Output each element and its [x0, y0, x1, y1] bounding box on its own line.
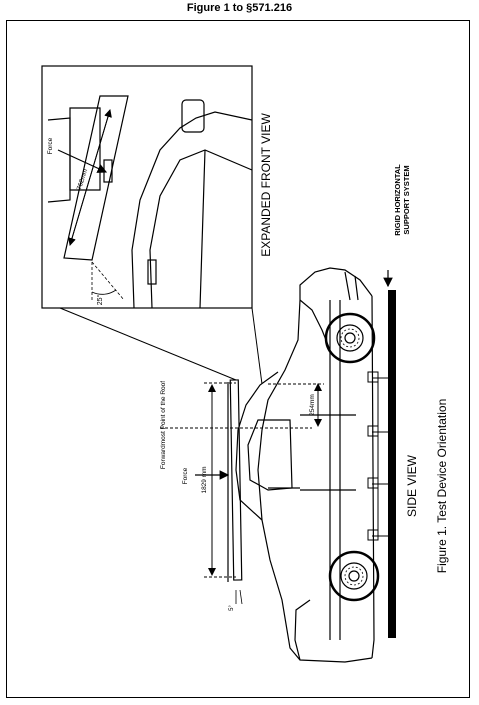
angle-5-label: 5° [229, 605, 235, 611]
dim-1829-label: 1829 mm [201, 466, 208, 493]
expanded-view-leader [59, 307, 263, 385]
dim-254-line [268, 383, 324, 427]
support-label-line2: SUPPORT SYSTEM [402, 165, 411, 234]
expanded-front-view-panel [41, 65, 253, 309]
rigid-support-bar [388, 290, 396, 638]
forwardmost-point-label: Forwardmost Point of the Roof [160, 381, 167, 469]
force-label-front: Force [47, 137, 54, 154]
test-device-plate [227, 379, 243, 582]
expanded-front-view-label: EXPANDED FRONT VIEW [259, 113, 273, 257]
support-label-line1: RIGID HORIZONTAL [393, 164, 402, 236]
force-label-side: Force [182, 467, 189, 484]
front-wheel [324, 312, 376, 364]
dim-254-label: 254mm [309, 394, 316, 416]
angle-25-label: 25° [96, 295, 104, 306]
side-view-label: SIDE VIEW [405, 454, 419, 517]
support-stands [367, 371, 388, 541]
caption: Figure 1. Test Device Orientation [435, 399, 449, 574]
angle-5-mark [235, 589, 243, 605]
figure-frame [6, 20, 470, 698]
dim-1829-line [204, 382, 236, 578]
rear-wheel [328, 550, 380, 602]
car-side-view [235, 267, 375, 663]
page-title: Figure 1 to §571.216 [186, 2, 293, 14]
